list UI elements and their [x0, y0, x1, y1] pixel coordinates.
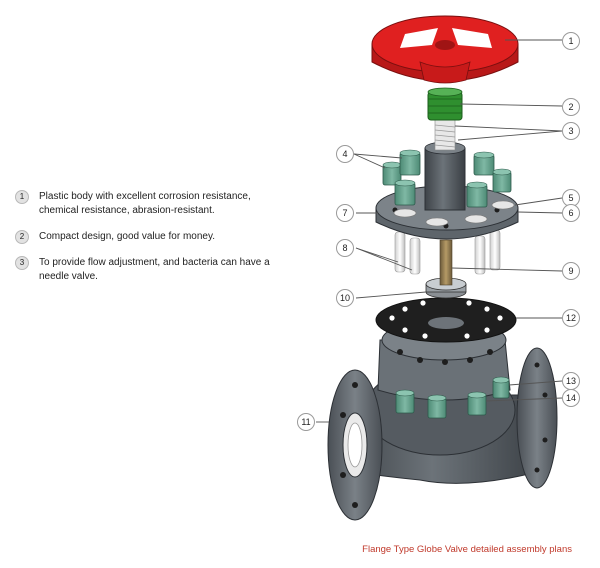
callout-badge-10: 10 [336, 289, 354, 307]
callout-number: 9 [568, 266, 573, 276]
callout-badge-11: 11 [297, 413, 315, 431]
callout-badge-3: 3 [562, 122, 580, 140]
callout-badge-4: 4 [336, 145, 354, 163]
callout-badge-7: 7 [336, 204, 354, 222]
bonnet-column [424, 141, 466, 211]
feature-number-badge: 2 [15, 230, 29, 244]
callout-number: 3 [568, 126, 573, 136]
callout-badge-13: 13 [562, 372, 580, 390]
diagram-caption: Flange Type Globe Valve detailed assembl… [362, 544, 572, 555]
callout-number: 13 [566, 376, 576, 386]
callout-badge-2: 2 [562, 98, 580, 116]
callout-badge-14: 14 [562, 389, 580, 407]
feature-text: Plastic body with excellent corrosion re… [39, 191, 251, 216]
callout-number: 2 [568, 102, 573, 112]
left-flange [327, 369, 383, 521]
leader-lines [316, 39, 563, 423]
callout-number: 14 [566, 393, 576, 403]
callout-badge-12: 12 [562, 309, 580, 327]
feature-panel: 1 Plastic body with excellent corrosion … [0, 0, 290, 568]
feature-number-badge: 1 [15, 190, 29, 204]
callout-number: 8 [342, 243, 347, 253]
callout-number: 7 [342, 208, 347, 218]
callout-number: 5 [568, 193, 573, 203]
feature-list: 1 Plastic body with excellent corrosion … [15, 190, 285, 284]
washers [393, 200, 515, 227]
feature-text: Compact design, good value for money. [39, 231, 216, 242]
feature-text: To provide flow adjustment, and bacteria… [39, 257, 270, 282]
right-flange [516, 347, 558, 489]
stem-threads [434, 119, 456, 151]
callout-number: 10 [340, 293, 350, 303]
callout-badge-9: 9 [562, 262, 580, 280]
lower-bolts [395, 376, 510, 419]
callout-number: 12 [566, 313, 576, 323]
valve-body [339, 319, 546, 484]
callout-badge-1: 1 [562, 32, 580, 50]
feature-item: 3 To provide flow adjustment, and bacter… [15, 256, 285, 284]
upper-bolts [382, 149, 512, 211]
callout-number: 11 [301, 417, 310, 427]
stem-nut [427, 87, 463, 121]
callout-number: 6 [568, 208, 573, 218]
callout-badge-6: 6 [562, 204, 580, 222]
valve-stem [439, 239, 453, 286]
callout-number: 1 [568, 36, 573, 46]
callout-number: 4 [342, 149, 347, 159]
handwheel [371, 15, 519, 84]
feature-item: 1 Plastic body with excellent corrosion … [15, 190, 285, 218]
feature-item: 2 Compact design, good value for money. [15, 230, 285, 244]
feature-number-badge: 3 [15, 256, 29, 270]
callout-badge-5: 5 [562, 189, 580, 207]
diaphragm [375, 297, 517, 343]
callout-badge-8: 8 [336, 239, 354, 257]
